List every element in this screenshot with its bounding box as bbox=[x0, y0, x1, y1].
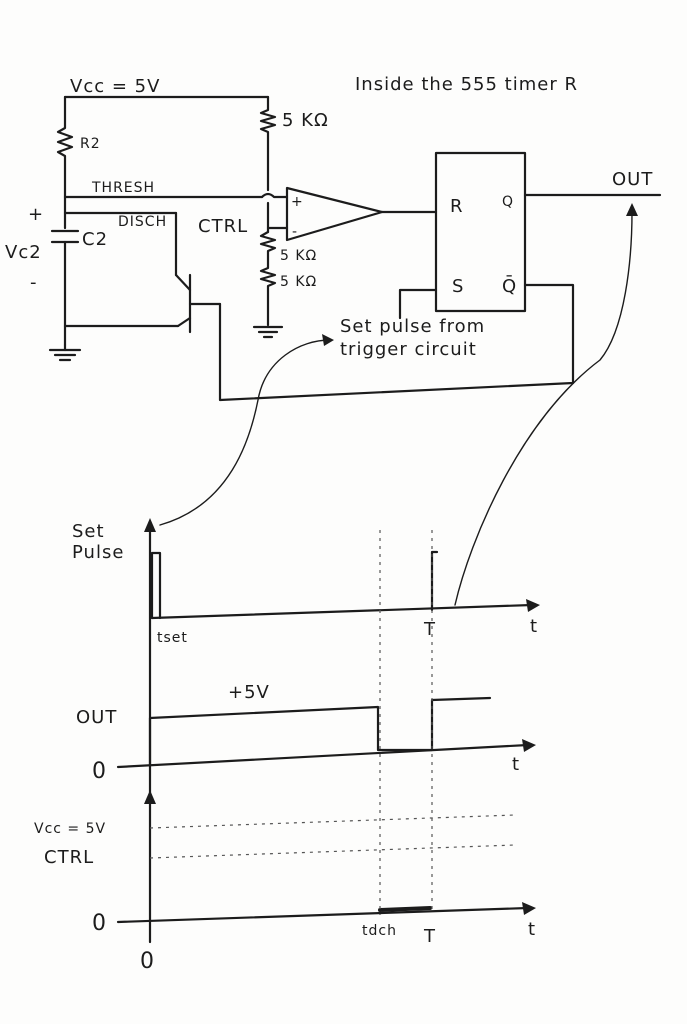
ground-right-icon bbox=[252, 325, 284, 339]
set-pulse-label-1: Set bbox=[72, 521, 105, 542]
flip-flop-box bbox=[434, 151, 527, 313]
ff-qbar-label: Q̄ bbox=[502, 275, 517, 297]
diagram-title: Inside the 555 timer R bbox=[355, 74, 578, 95]
out-label: OUT bbox=[612, 169, 653, 190]
t-axis-label-2: t bbox=[512, 754, 520, 775]
ff-s-label: S bbox=[452, 276, 464, 297]
ff-q-label: Q bbox=[502, 194, 514, 210]
divider-r-bottom bbox=[259, 230, 277, 327]
set-pulse-waveform bbox=[150, 551, 162, 620]
second-set-pulse bbox=[430, 550, 439, 612]
set-pulse-axis-arrowhead bbox=[144, 518, 156, 532]
ctrl-axis-arrowhead bbox=[144, 790, 156, 804]
thresh-wire-crossover bbox=[260, 192, 289, 199]
vcc-timing-label: Vcc = 5V bbox=[34, 821, 106, 837]
comparator-plus-label: + bbox=[291, 194, 304, 210]
circuit-schematic: Vcc = 5V Inside the 555 timer R 5 KΩ R2 … bbox=[5, 74, 662, 606]
discharge-transistor-icon bbox=[63, 273, 222, 334]
r-top-label: 5 KΩ bbox=[282, 110, 329, 131]
t-axis-label-1: t bbox=[530, 616, 538, 637]
ctrl-time-arrowhead bbox=[522, 902, 536, 915]
comparator-icon bbox=[285, 186, 384, 242]
vcc-label: Vcc = 5V bbox=[70, 76, 160, 97]
set-pulse-label-2: Pulse bbox=[72, 542, 124, 563]
r-bot-label: 5 KΩ bbox=[280, 274, 317, 290]
set-pulse-time-arrowhead bbox=[526, 599, 540, 612]
out-waveform bbox=[148, 696, 492, 767]
ctrl-label: CTRL bbox=[198, 216, 248, 237]
out-annotation-curve bbox=[454, 211, 633, 606]
r-mid-label: 5 KΩ bbox=[280, 248, 317, 264]
disch-label: DISCH bbox=[118, 214, 167, 230]
r2-resistor bbox=[56, 95, 74, 230]
out-axis-label: OUT bbox=[76, 707, 117, 728]
timing-diagrams: Set Pulse tset T t +5V OUT 0 t Vcc = 5V … bbox=[34, 518, 540, 974]
set-pulse-annotation-curve bbox=[159, 339, 331, 526]
T-label-2: T bbox=[423, 926, 436, 947]
r2-label: R2 bbox=[80, 136, 101, 152]
thresh-label: THRESH bbox=[91, 180, 155, 196]
set-pulse-time-axis bbox=[150, 603, 534, 620]
zero-label-1: 0 bbox=[92, 759, 106, 784]
origin-zero-label: 0 bbox=[140, 949, 154, 974]
out-time-axis bbox=[116, 743, 530, 769]
plus5v-label: +5V bbox=[228, 682, 270, 703]
set-pulse-note-line2: trigger circuit bbox=[340, 339, 477, 360]
ground-left-icon bbox=[48, 343, 82, 362]
ff-r-label: R bbox=[450, 196, 464, 217]
vc2-label: Vc2 bbox=[5, 242, 42, 263]
comparator-minus-label: - bbox=[292, 224, 298, 240]
vc2-minus-label: - bbox=[30, 272, 38, 293]
c2-label: C2 bbox=[82, 229, 108, 250]
ctrl-timing-label: CTRL bbox=[44, 847, 94, 868]
t-dch-label: tdch bbox=[362, 923, 397, 939]
ctrl-reference-line bbox=[149, 844, 516, 859]
set-pulse-note-line1: Set pulse from bbox=[340, 316, 485, 337]
ctrl-time-axis bbox=[116, 906, 530, 924]
t-axis-label-3: t bbox=[528, 919, 536, 940]
out-annotation-arrowhead bbox=[626, 203, 638, 216]
out-time-arrowhead bbox=[522, 739, 536, 752]
vcc-reference-line bbox=[149, 814, 516, 829]
T-label-1: T bbox=[423, 619, 436, 640]
zero-label-2: 0 bbox=[92, 911, 106, 936]
discharge-segment bbox=[378, 906, 432, 912]
set-pulse-annotation-arrowhead bbox=[322, 334, 334, 346]
t-set-label: tset bbox=[157, 630, 188, 646]
vc2-plus-label: + bbox=[28, 204, 44, 225]
divider-r-top bbox=[259, 95, 277, 192]
set-pulse-wire bbox=[398, 288, 438, 320]
